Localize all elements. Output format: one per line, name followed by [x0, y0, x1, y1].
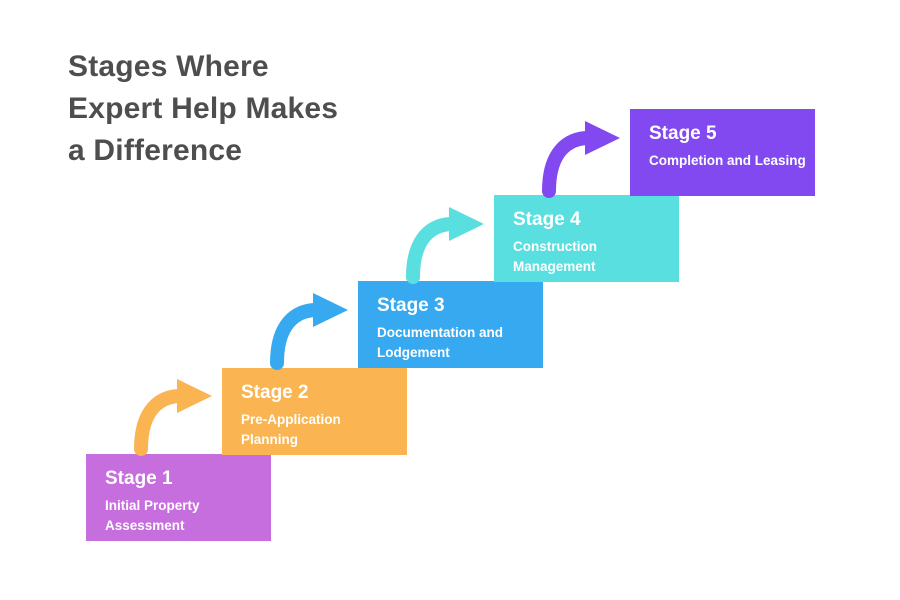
stage-4-subtitle: Construction Management	[513, 239, 597, 274]
curved-arrow-icon-stage1-to-stage2	[134, 379, 212, 456]
stage-box-5: Stage 5 Completion and Leasing	[630, 109, 815, 196]
stage-5-title: Stage 5	[649, 123, 717, 144]
stage-1-subtitle: Initial Property Assessment	[105, 498, 200, 533]
stage-3-title: Stage 3	[377, 295, 445, 316]
infographic-title: Stages Where Expert Help Makes a Differe…	[68, 50, 339, 167]
stage-4-title: Stage 4	[513, 209, 581, 230]
stage-5-subtitle: Completion and Leasing	[649, 153, 806, 168]
stage-box-1: Stage 1 Initial Property Assessment	[86, 454, 271, 541]
stage-2-title: Stage 2	[241, 382, 309, 403]
stage-2-subtitle: Pre-Application Planning	[241, 412, 341, 447]
stage-box-2: Stage 2 Pre-Application Planning	[222, 368, 407, 455]
stage-box-4: Stage 4 Construction Management	[494, 195, 679, 282]
stage-3-subtitle: Documentation and Lodgement	[377, 325, 504, 360]
curved-arrow-icon-stage3-to-stage4	[406, 207, 484, 284]
stage-1-title: Stage 1	[105, 468, 173, 489]
stage-box-3: Stage 3 Documentation and Lodgement	[358, 281, 543, 368]
curved-arrow-icon-stage2-to-stage3	[270, 293, 348, 370]
curved-arrow-icon-stage4-to-stage5	[542, 121, 620, 198]
